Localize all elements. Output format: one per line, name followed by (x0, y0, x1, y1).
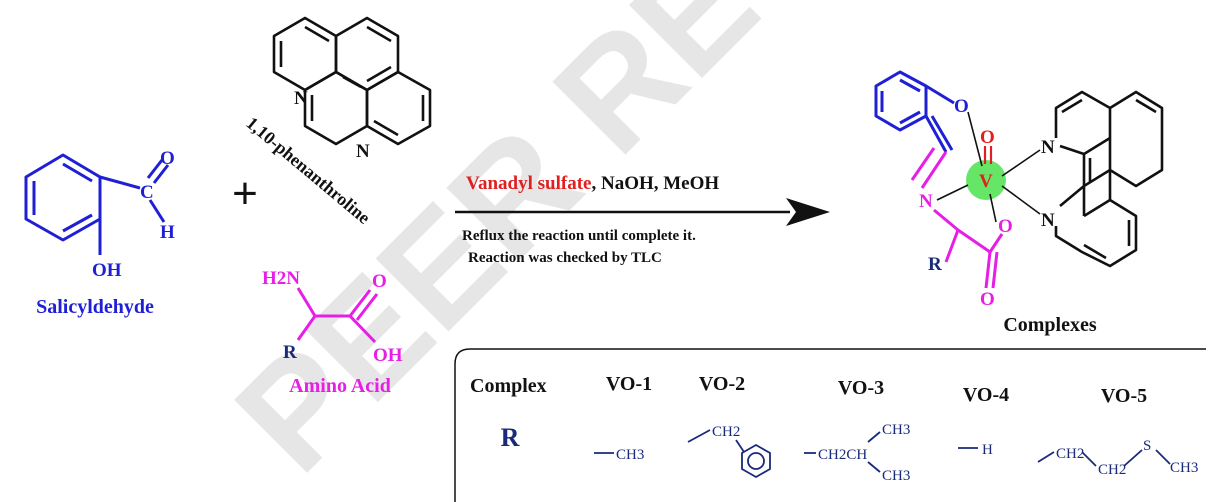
phenanthroline-nitrogen-1: N (294, 88, 308, 109)
plus-sign: + (232, 169, 258, 218)
column-vo-4: VO-4 (963, 384, 1009, 406)
amino-acid-label: Amino Acid (289, 375, 391, 397)
column-vo-5: VO-5 (1101, 385, 1147, 407)
carbonyl-oxygen-atom: O (980, 289, 995, 310)
aldehyde-carbon-atom: C (140, 182, 154, 203)
vanadium-atom: V (979, 171, 993, 192)
reagents-text: Vanadyl sulfate, NaOH, MeOH (466, 173, 719, 194)
condition-line-1: Reflux the reaction until complete it. (462, 228, 696, 244)
phen-nitrogen-bottom: N (1041, 210, 1055, 231)
vo-5-group-d: CH3 (1170, 460, 1198, 476)
amino-acid-structure: H2N O OH R Amino Acid (262, 268, 403, 397)
aldehyde-oxygen-atom: O (160, 148, 175, 169)
salicylaldehyde-structure: O C H OH Salicyldehyde (24, 148, 175, 318)
hydroxyl-group: OH (92, 260, 122, 281)
complexes-label: Complexes (1003, 314, 1097, 336)
aldehyde-hydrogen-atom: H (160, 222, 175, 243)
vo-3-group-c: CH3 (882, 468, 910, 484)
vo-1-group: CH3 (616, 447, 644, 463)
table-row-label-r: R (501, 423, 520, 452)
carboxylate-oxygen-atom: O (998, 216, 1013, 237)
column-vo-3: VO-3 (838, 377, 884, 399)
amine-group: H2N (262, 268, 300, 289)
vo-5-group-a: CH2 (1056, 446, 1084, 462)
phenanthroline-label: 1,10-phenanthroline (242, 113, 374, 228)
column-vo-2: VO-2 (699, 373, 745, 395)
vanadium-highlight (966, 160, 1006, 200)
carbonyl-oxygen-atom: O (372, 271, 387, 292)
phenanthroline-nitrogen-2: N (356, 141, 370, 162)
side-chain-r: R (283, 342, 297, 363)
salicylaldehyde-label: Salicyldehyde (36, 296, 154, 318)
carboxyl-hydroxyl-group: OH (373, 345, 403, 366)
vo-4-group: H (982, 442, 993, 458)
vo-3-group-b: CH3 (882, 422, 910, 438)
r-group-table: Complex R VO-1 CH3 VO-2 CH2 VO-3 CH2CH C… (454, 348, 1206, 502)
oxo-oxygen-atom: O (980, 127, 995, 148)
table-header-complex: Complex (470, 375, 547, 397)
condition-line-2: Reaction was checked by TLC (468, 250, 662, 266)
vanadium-complex-structure: O N O O R V O N N (874, 70, 1164, 336)
imine-nitrogen-atom: N (919, 191, 933, 212)
phen-nitrogen-top: N (1041, 137, 1055, 158)
vo-3-group-a: CH2CH (818, 447, 867, 463)
product-side-chain-r: R (928, 254, 942, 275)
vo-5-sulfur: S (1143, 438, 1151, 454)
vo-2-group: CH2 (712, 424, 740, 440)
column-vo-1: VO-1 (606, 373, 652, 395)
reaction-arrow: Vanadyl sulfate, NaOH, MeOH Reflux the r… (455, 173, 830, 266)
vo-5-group-b: CH2 (1098, 462, 1126, 478)
phenolate-oxygen-atom: O (954, 96, 969, 117)
